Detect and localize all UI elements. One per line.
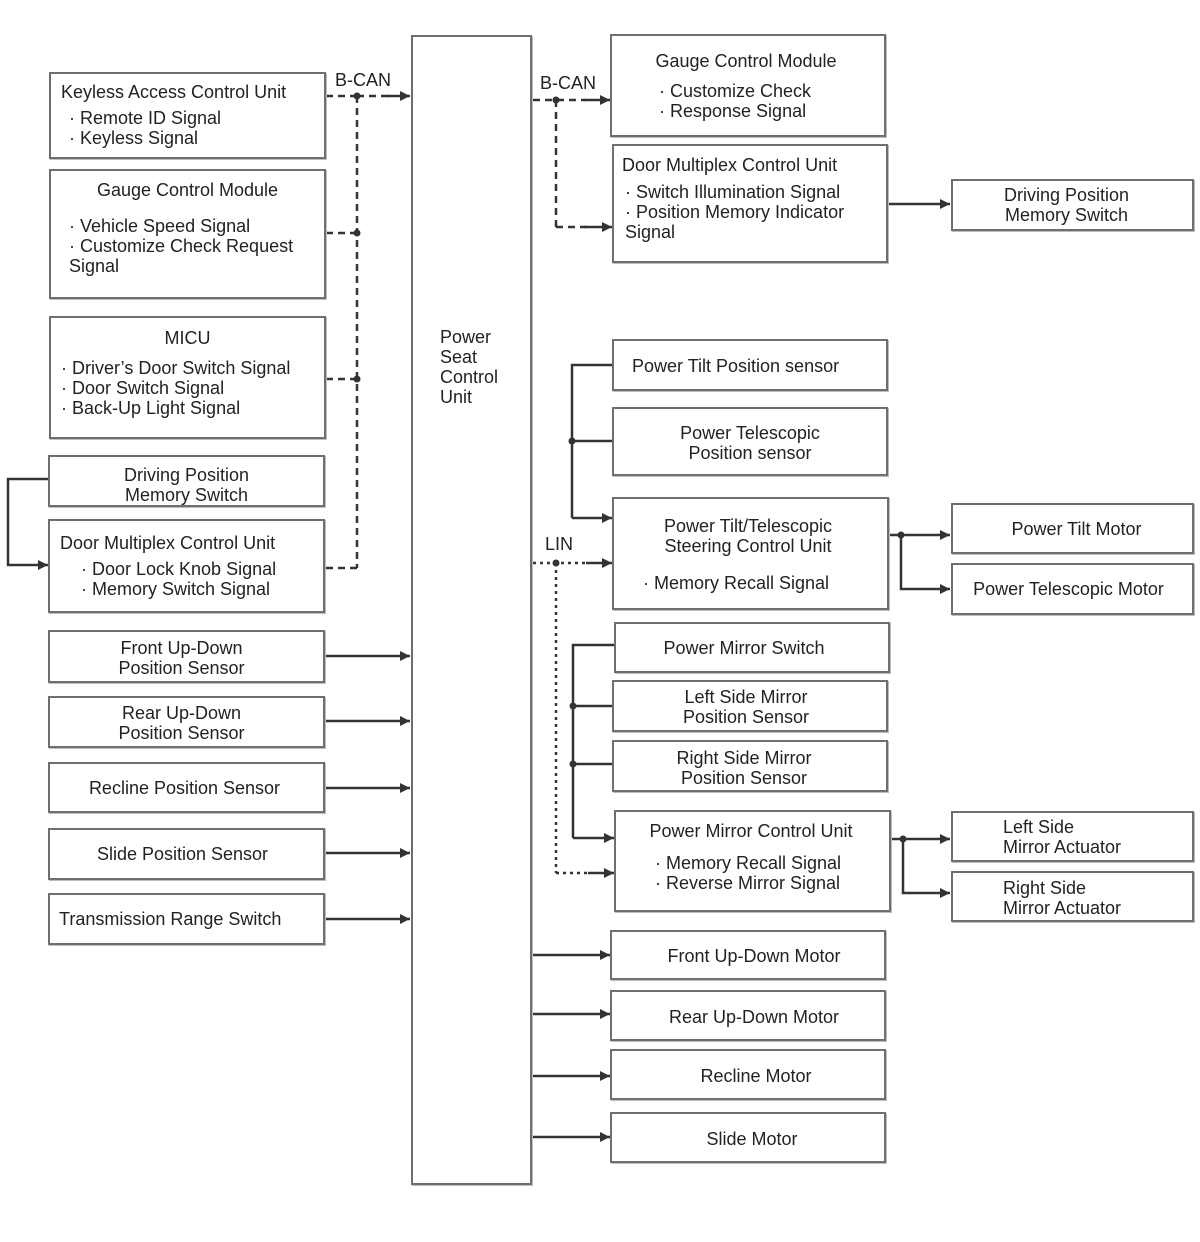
right-left-mirror-sensor-title: Left Side Mirror Position Sensor [682,687,810,727]
tele-motor-arrow [899,535,950,594]
right-left-actuator-title: Left Side Mirror Actuator [1003,817,1122,857]
left-slide-position-sensor: Slide Position Sensor [48,828,325,880]
bcan-right-bus [533,98,586,229]
right-gauge-title: Gauge Control Module [655,51,837,71]
left-gauge-control-module: Gauge Control Module · Vehicle Speed Sig… [49,169,326,299]
left-micu-title: MICU [164,328,211,348]
mirror-sensor-bus [571,643,614,838]
right-rear-up-down-motor: Rear Up-Down Motor [610,990,886,1041]
left-recline-sensor-title: Recline Position Sensor [88,778,281,798]
right-tele-motor-title: Power Telescopic Motor [973,579,1164,599]
right-rear-motor-title: Rear Up-Down Motor [668,1007,840,1027]
left-keyless-signals: · Remote ID Signal · Keyless Signal [69,108,222,148]
right-steering-control-unit: Power Tilt/Telescopic Steering Control U… [612,497,889,610]
right-right-side-mirror-position-sensor: Right Side Mirror Position Sensor [612,740,888,792]
left-recline-position-sensor: Recline Position Sensor [48,762,325,813]
steer-sensor-bus [570,363,612,518]
right-gauge-signals: · Customize Check · Response Signal [659,81,812,121]
right-power-telescopic-position-sensor: Power Telescopic Position sensor [612,407,888,476]
right-left-side-mirror-actuator: Left Side Mirror Actuator [951,811,1194,862]
power-seat-control-unit-title: Power Seat Control Unit [440,327,499,407]
right-front-motor-title: Front Up-Down Motor [667,946,841,966]
right-recline-motor-title: Recline Motor [700,1066,812,1086]
right-power-mirror-switch: Power Mirror Switch [614,622,890,673]
left-dmcu-title: Door Multiplex Control Unit [60,533,276,553]
right-right-actuator-title: Right Side Mirror Actuator [1003,878,1122,918]
right-left-side-mirror-position-sensor: Left Side Mirror Position Sensor [612,680,888,732]
left-gauge-signals: · Vehicle Speed Signal · Customize Check… [69,216,294,276]
left-slide-sensor-title: Slide Position Sensor [96,844,269,864]
right-slide-motor-title: Slide Motor [706,1129,798,1149]
right-gauge-control-module: Gauge Control Module · Customize Check ·… [610,34,886,137]
left-keyless-access-control-unit: Keyless Access Control Unit · Remote ID … [49,72,326,159]
left-transmission-range-switch: Transmission Range Switch [48,893,325,945]
right-door-multiplex-control-unit: Door Multiplex Control Unit · Switch Ill… [612,144,888,263]
right-power-tilt-position-sensor: Power Tilt Position sensor [612,339,888,391]
right-mirror-cu-title: Power Mirror Control Unit [649,821,853,841]
right-actuator-arrow [901,839,950,898]
left-dpms-title: Driving Position Memory Switch [123,465,250,505]
right-steer-cu-title: Power Tilt/Telescopic Steering Control U… [663,516,833,556]
left-keyless-title: Keyless Access Control Unit [61,82,287,102]
left-rear-up-down-position-sensor: Rear Up-Down Position Sensor [48,696,325,748]
right-slide-motor: Slide Motor [610,1112,886,1163]
bcan-left-bus [326,94,388,570]
right-dmcu-signals: · Switch Illumination Signal · Position … [625,182,845,242]
bcan-left-label: B-CAN [335,70,392,90]
right-tilt-motor-title: Power Tilt Motor [1011,519,1142,539]
lin-bus [533,561,590,875]
right-right-side-mirror-actuator: Right Side Mirror Actuator [951,871,1194,922]
right-driving-position-memory-switch: Driving Position Memory Switch [951,179,1194,231]
junction-dots [353,92,907,843]
left-front-up-down-position-sensor: Front Up-Down Position Sensor [48,630,325,683]
dpms-to-dmcu-line [6,477,49,570]
left-driving-position-memory-switch: Driving Position Memory Switch [48,455,325,507]
right-power-mirror-control-unit: Power Mirror Control Unit · Memory Recal… [614,810,891,912]
lin-label: LIN [545,534,574,554]
left-front-sensor-title: Front Up-Down Position Sensor [118,638,245,678]
left-gauge-title: Gauge Control Module [96,180,279,200]
right-power-tilt-motor: Power Tilt Motor [951,503,1194,554]
left-micu-signals: · Driver’s Door Switch Signal · Door Swi… [61,358,291,418]
right-tilt-sensor-title: Power Tilt Position sensor [632,356,840,376]
right-dmcu-title: Door Multiplex Control Unit [622,155,838,175]
right-mirror-cu-signals: · Memory Recall Signal · Reverse Mirror … [655,853,842,893]
left-micu: MICU · Driver’s Door Switch Signal · Doo… [49,316,326,439]
bcan-right-label: B-CAN [540,73,597,93]
power-seat-control-unit: Power Seat Control Unit [411,35,532,1185]
right-front-up-down-motor: Front Up-Down Motor [610,930,886,980]
left-rear-sensor-title: Rear Up-Down Position Sensor [118,703,245,743]
left-dmcu-signals: · Door Lock Knob Signal · Memory Switch … [81,559,277,599]
left-door-multiplex-control-unit: Door Multiplex Control Unit · Door Lock … [48,519,325,613]
right-mirror-switch-title: Power Mirror Switch [663,638,825,658]
right-steer-cu-signals: · Memory Recall Signal [643,573,830,593]
right-right-mirror-sensor-title: Right Side Mirror Position Sensor [676,748,812,788]
right-tele-sensor-title: Power Telescopic Position sensor [680,423,820,463]
right-dpms-title: Driving Position Memory Switch [1003,185,1130,225]
right-recline-motor: Recline Motor [610,1049,886,1100]
right-power-telescopic-motor: Power Telescopic Motor [951,563,1194,615]
left-trans-switch-title: Transmission Range Switch [59,909,282,929]
